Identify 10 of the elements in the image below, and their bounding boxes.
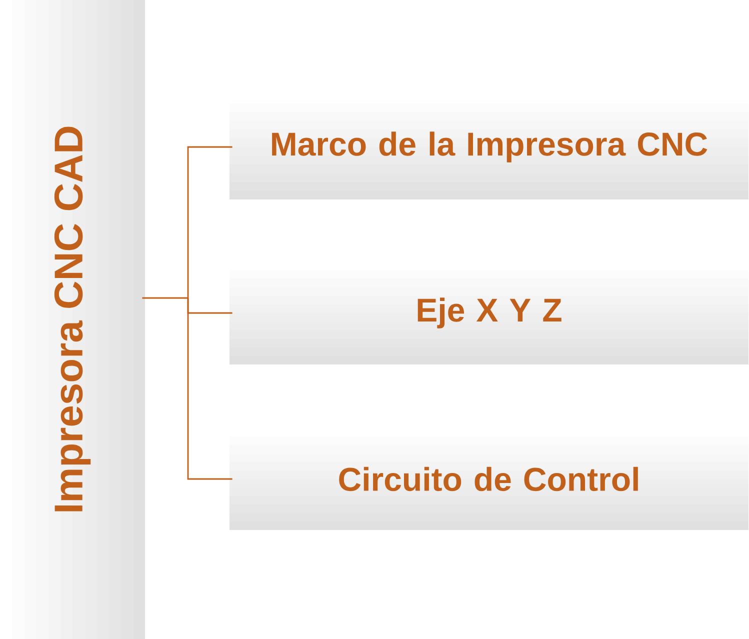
connector: [187, 298, 232, 480]
node-label: Marco de la Impresora CNC: [272, 132, 708, 162]
title-band: Impresora CNC CAD: [0, 0, 145, 639]
branch-box: Circuito de Control: [230, 428, 748, 530]
node-label: Impresora CNC CAD: [54, 126, 91, 512]
connector: [142, 297, 188, 299]
branch-box: Marco de la Impresora CNC: [230, 94, 748, 200]
connector: [187, 146, 232, 298]
node-label: Circuito de Control: [339, 466, 638, 492]
branch-box: Eje X Y Z: [230, 262, 748, 364]
